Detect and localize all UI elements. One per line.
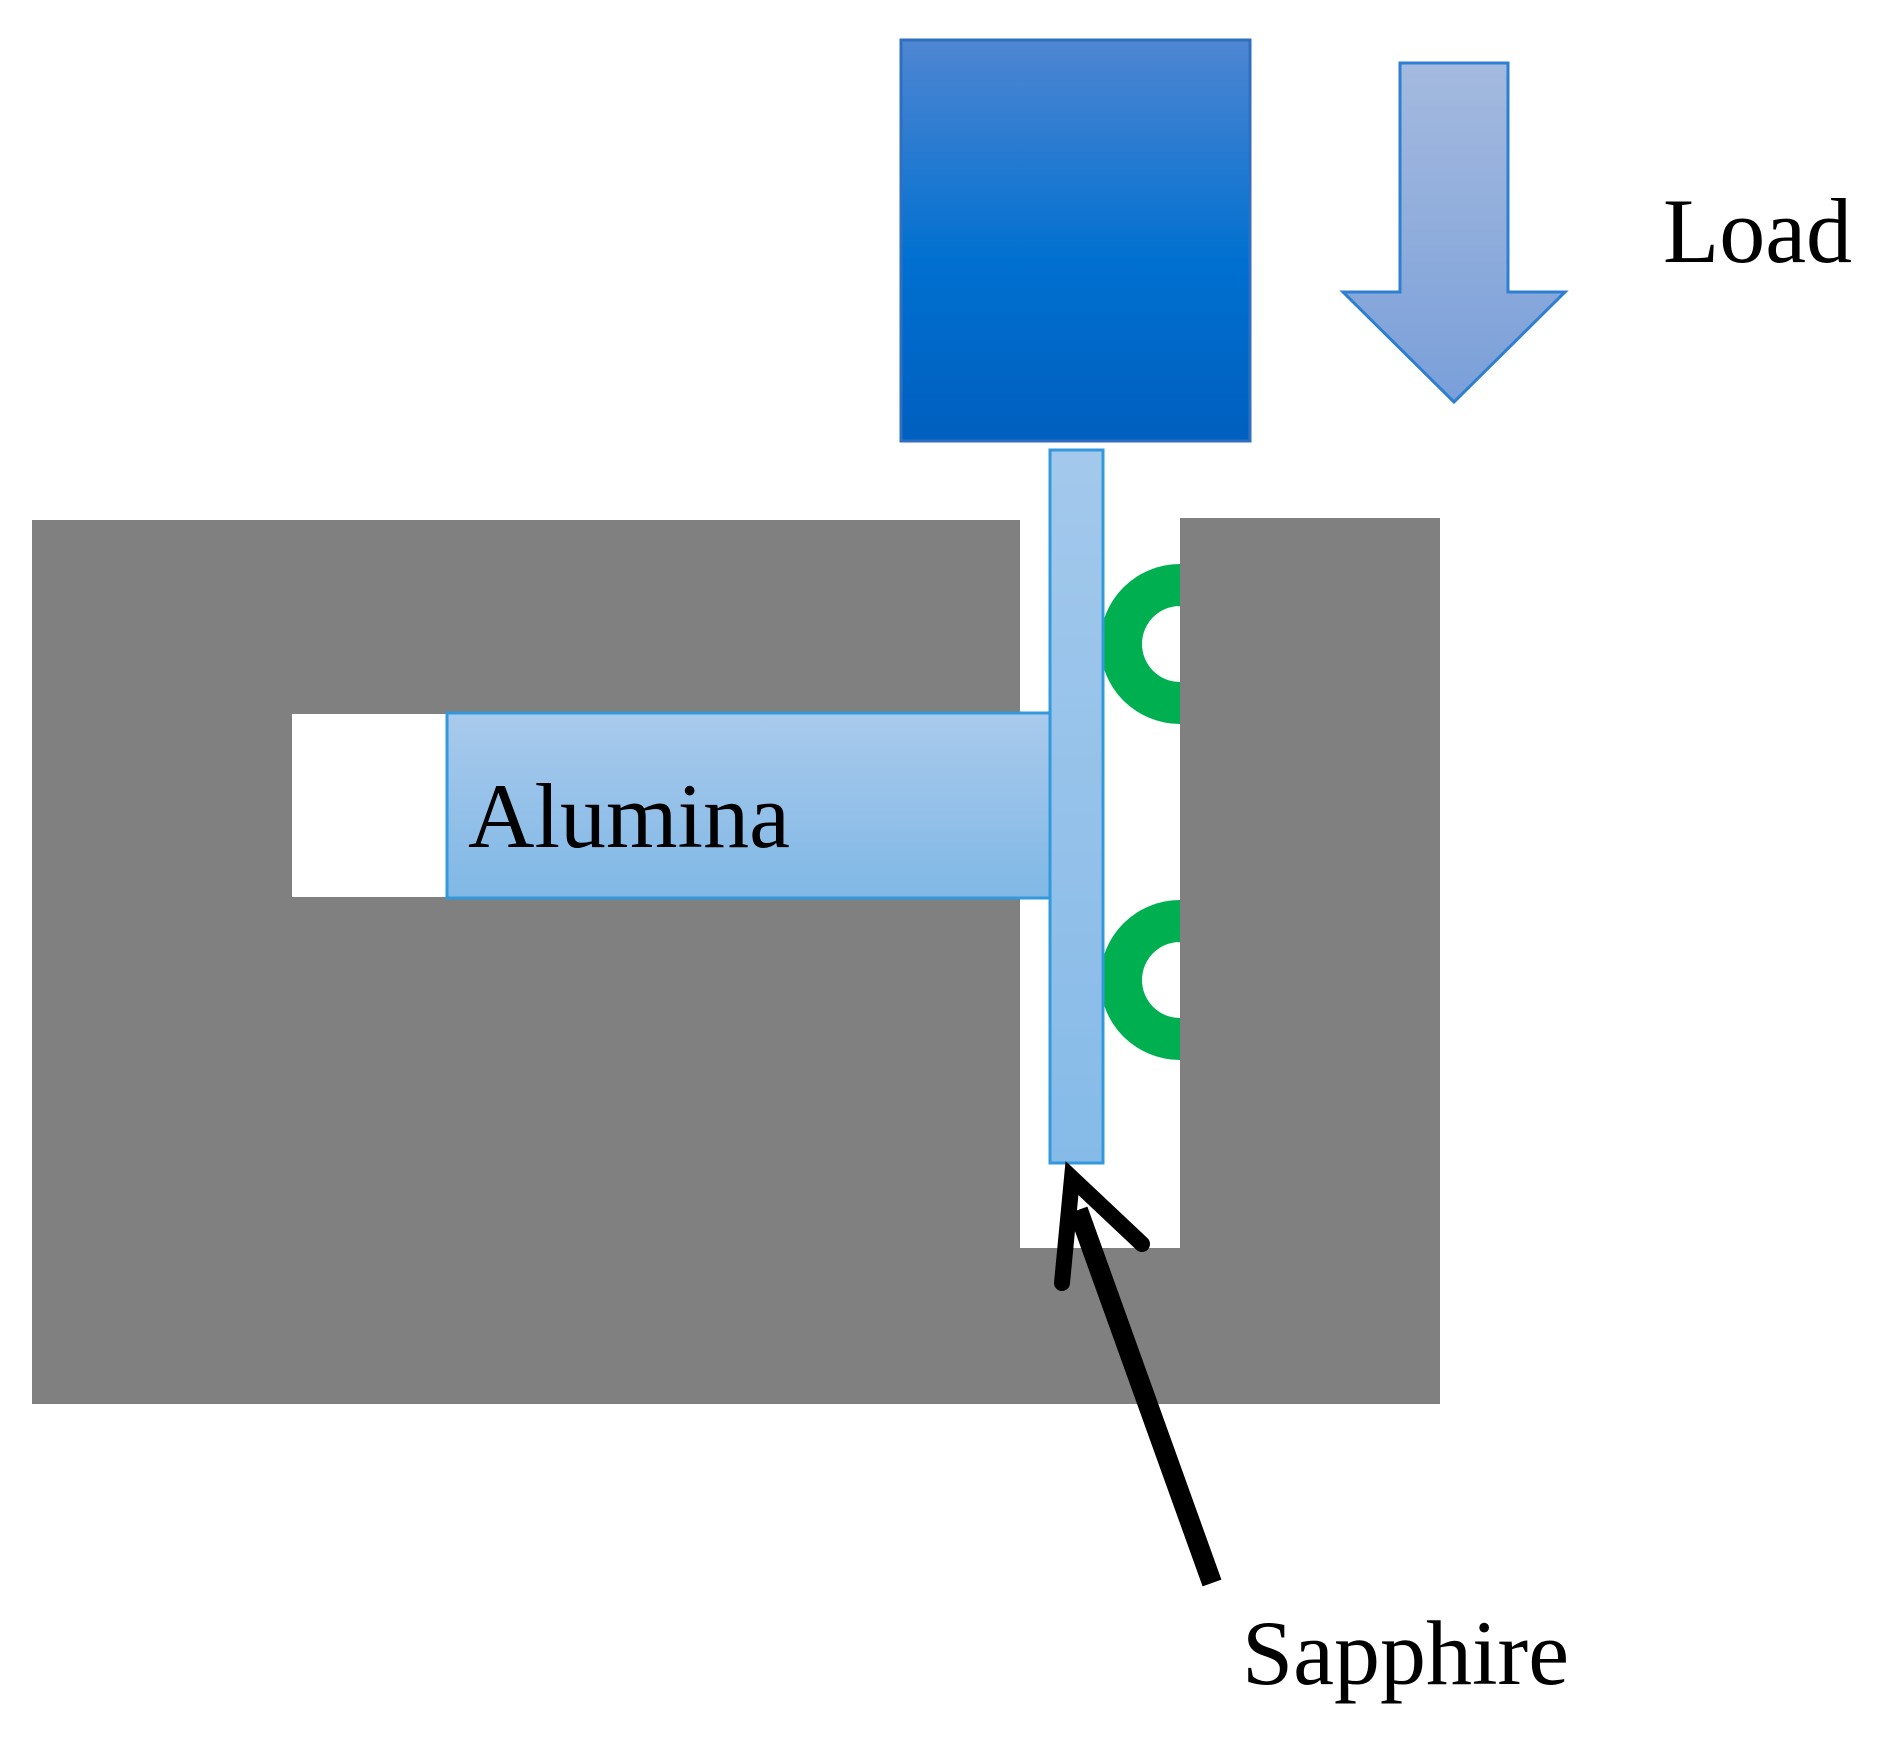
alumina-rod	[445, 711, 1052, 900]
sapphire-label: Sapphire	[1242, 1602, 1569, 1704]
down-arrow-icon	[1339, 61, 1569, 405]
load-block	[899, 38, 1252, 443]
sapphire-plate	[1048, 448, 1105, 1165]
alumina-label: Alumina	[468, 765, 790, 867]
right-fixture	[1180, 518, 1440, 1404]
sapphire-pointer-arrow	[1054, 1160, 1222, 1587]
load-label: Load	[1663, 180, 1852, 282]
slot-opening	[292, 714, 447, 897]
o-ring-upper	[1100, 564, 1180, 724]
o-ring-lower	[1100, 900, 1180, 1060]
left-fixture	[32, 520, 1440, 1404]
